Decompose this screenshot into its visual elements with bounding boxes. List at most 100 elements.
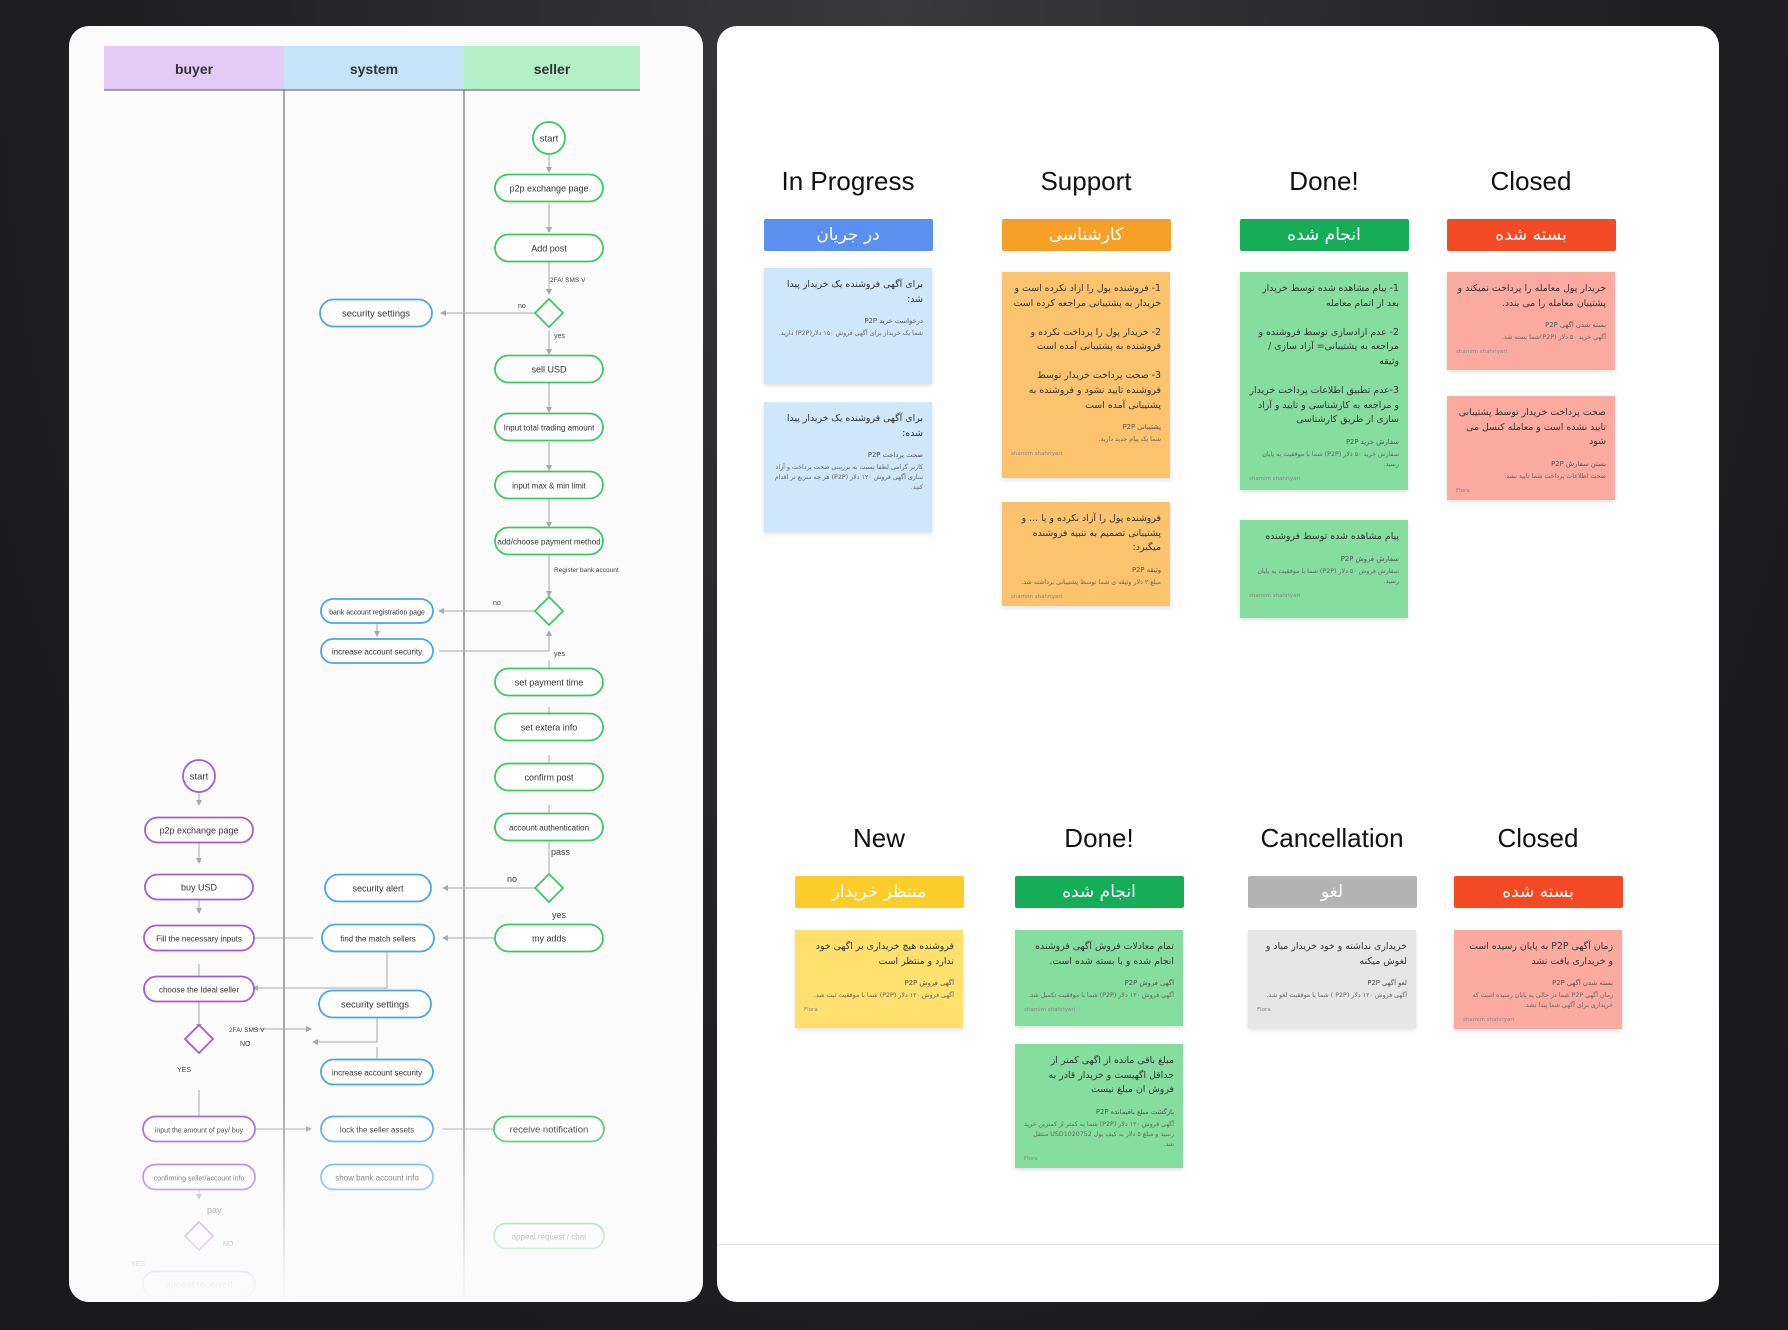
kanban-card[interactable]: زمان آگهی P2P به پایان رسیده است و خریدا…: [1454, 930, 1622, 1030]
kanban-card[interactable]: برای آگهی فروشنده یک خریدار پیدا شد: درخ…: [764, 268, 932, 384]
flow-node-confirm-post[interactable]: confirm post: [494, 762, 604, 792]
flow-node-input-total[interactable]: Input total trading amount: [494, 412, 604, 442]
flow-node-security-settings-1[interactable]: security settings: [319, 298, 433, 328]
flow-node-sell-usd[interactable]: sell USD: [494, 354, 604, 384]
flow-node-seller-p2p[interactable]: p2p exchange page: [494, 173, 604, 203]
card-body: کاربر گرامی لطفا نسبت به بررسی صحت پرداخ…: [774, 464, 923, 492]
svg-text:security alert: security alert: [352, 884, 404, 894]
svg-text:sell USD: sell USD: [531, 365, 567, 375]
kanban-card[interactable]: 1- فروشنده پول را ازاد نکرده است و خریدا…: [1002, 272, 1170, 478]
kanban-card[interactable]: صحت پرداخت خریدار توسط پشتیبانی تایید نش…: [1447, 396, 1615, 500]
flow-node-lock-assets[interactable]: lock the seller assets: [320, 1115, 434, 1143]
svg-text:account authentication: account authentication: [509, 824, 589, 833]
column-title: Support: [1040, 166, 1132, 196]
card-body: شما یک خریدار برای آگهی فروش ۱۵۰ دلار(P2…: [778, 330, 923, 338]
card-body: آگهی فروش ۱۲۰ دلار (P2P ) شما با موفقیت …: [1266, 992, 1407, 1000]
flow-node-receive-notif[interactable]: receive notification: [493, 1115, 605, 1143]
flow-node-set-payment-time[interactable]: set payment time: [494, 667, 604, 697]
decision-auth[interactable]: [533, 872, 565, 904]
flow-label-no-4: NO: [240, 1041, 251, 1048]
svg-text:set payment time: set payment time: [515, 678, 584, 688]
card-text: برای آگهی فروشنده یک خریدار پیدا شده:: [786, 413, 923, 439]
flow-node-appeal[interactable]: appeal request / chat: [493, 1222, 605, 1250]
card-text: خریداری نداشته و خود خریدار میاد و لغوش …: [1265, 941, 1407, 967]
decision-buyer-2fa[interactable]: [183, 1023, 215, 1055]
kanban-card[interactable]: خریداری نداشته و خود خریدار میاد و لغوش …: [1248, 930, 1416, 1028]
svg-text:find the match sellers: find the match sellers: [340, 935, 416, 944]
flow-node-add-payment[interactable]: add/choose payment method: [494, 526, 604, 556]
card-author: Flora: [1257, 1007, 1271, 1014]
decision-bank[interactable]: [533, 595, 565, 627]
flow-node-increase-security-1[interactable]: increase account security: [320, 638, 434, 664]
column-header[interactable]: انجام شده: [1014, 876, 1184, 908]
kanban-card[interactable]: فروشنده هیچ خریداری بر اگهی خود ندارد و …: [795, 930, 963, 1028]
kanban-card[interactable]: 1- پیام مشاهده شده توسط خریدار بعد از ات…: [1240, 272, 1408, 490]
kanban-column: Support کارشناسی: [992, 166, 1180, 251]
card-text: صحت پرداخت خریدار توسط پشتیبانی تایید نش…: [1458, 407, 1606, 448]
kanban-column: Done! انجام شده: [1230, 166, 1418, 251]
flow-label-yes-4: YES: [177, 1067, 191, 1074]
card-author: Flora: [804, 1007, 818, 1014]
flow-node-show-bank[interactable]: show bank account info: [320, 1163, 434, 1191]
flow-node-security-settings-2[interactable]: security settings: [318, 989, 432, 1019]
kanban-card[interactable]: فروشنده پول را آزاد نکرده و یا ... و پشت…: [1002, 502, 1170, 606]
column-header[interactable]: انجام شده: [1239, 219, 1409, 251]
flow-label-pass: pass: [551, 847, 571, 857]
flow-node-appeal-received[interactable]: appeal received: [142, 1270, 256, 1298]
flow-node-confirming-seller[interactable]: confirming seller/account info: [142, 1163, 256, 1191]
svg-text:lock the seller assets: lock the seller assets: [340, 1126, 414, 1135]
flow-node-buyer-start[interactable]: start: [182, 759, 216, 793]
svg-text:Input total trading amount: Input total trading amount: [504, 424, 596, 433]
svg-text:confirming seller/account info: confirming seller/account info: [154, 1176, 245, 1183]
column-header[interactable]: منتظر خریدار: [794, 876, 964, 908]
column-header[interactable]: بسته شده: [1446, 219, 1616, 251]
flow-node-input-amount[interactable]: input the amount of pay/ buy: [142, 1115, 256, 1143]
flow-node-increase-security-2[interactable]: increase account security: [320, 1058, 434, 1086]
flow-node-choose-seller[interactable]: choose the Ideal seller: [143, 975, 255, 1003]
flow-node-account-auth[interactable]: account authentication: [494, 812, 604, 842]
card-author: Flora: [1456, 487, 1470, 494]
svg-text:set extera info: set extera info: [521, 723, 578, 733]
card-author: Flora: [1024, 1156, 1038, 1163]
flow-node-buyer-p2p[interactable]: p2p exchange page: [144, 816, 254, 844]
flow-node-security-alert[interactable]: security alert: [324, 873, 432, 903]
flow-label-pay: pay: [207, 1205, 222, 1215]
flow-node-my-adds[interactable]: my adds: [494, 923, 604, 953]
kanban-card[interactable]: مبلغ باقی مانده از اگهی کمتر از حداقل اگ…: [1015, 1044, 1183, 1169]
flow-node-add-post[interactable]: Add post: [494, 233, 604, 263]
svg-text:Fill the necessary inputs: Fill the necessary inputs: [156, 935, 242, 944]
card-subject: آگهی فروش P2P: [904, 979, 954, 988]
card-author: shamim shahriyari: [1024, 1007, 1076, 1014]
column-header[interactable]: در جریان: [763, 219, 933, 251]
flow-node-bank-reg-page[interactable]: bank account registration page: [320, 598, 434, 624]
column-header[interactable]: بسته شده: [1453, 876, 1623, 908]
flow-node-input-maxmin[interactable]: input max & min limit: [494, 470, 604, 500]
card-author: shamim shahriyari: [1249, 592, 1301, 599]
flow-arrow: [252, 952, 388, 991]
column-title: Closed: [1490, 166, 1572, 196]
flow-label-twofa-label-2: 2FA/ SMS V: [229, 1027, 265, 1034]
kanban-card[interactable]: پیام مشاهده شده توسط فروشنده سفارش فروش …: [1240, 520, 1408, 618]
card-author: shamim shahriyari: [1011, 593, 1063, 600]
kanban-column: New منتظر خریدار: [785, 823, 973, 908]
decision-2fa[interactable]: [533, 297, 565, 329]
card-subject: بسته شدن آگهی P2P: [1552, 979, 1613, 988]
card-subject: بسته شدن آگهی P2P: [1545, 321, 1606, 330]
svg-text:Add post: Add post: [531, 244, 567, 254]
kanban-column: Closed بسته شده: [1437, 166, 1625, 251]
kanban-card[interactable]: خریدار پول معامله را پرداخت نمیکند و پشت…: [1447, 272, 1615, 370]
flow-node-buy-usd[interactable]: buy USD: [144, 873, 254, 901]
flow-node-fill-inputs[interactable]: Fill the necessary inputs: [143, 924, 255, 952]
decision-pay[interactable]: [183, 1220, 215, 1252]
flow-node-seller-start[interactable]: start: [532, 121, 566, 155]
kanban-card[interactable]: برای آگهی فروشنده یک خریدار پیدا شده: صح…: [764, 402, 932, 532]
column-header[interactable]: لغو: [1247, 876, 1417, 908]
flow-node-find-sellers[interactable]: find the match sellers: [321, 923, 435, 953]
kanban-column: In Progress در جریان: [754, 166, 942, 251]
column-header[interactable]: کارشناسی: [1001, 219, 1171, 251]
card-body: شما یک پیام جدید دارید.: [1098, 436, 1161, 444]
svg-text:my adds: my adds: [532, 934, 567, 944]
flow-node-set-extra[interactable]: set extera info: [494, 712, 604, 742]
kanban-card[interactable]: تمام معادلات فروش آگهی فروشنده انجام شده…: [1015, 930, 1183, 1026]
